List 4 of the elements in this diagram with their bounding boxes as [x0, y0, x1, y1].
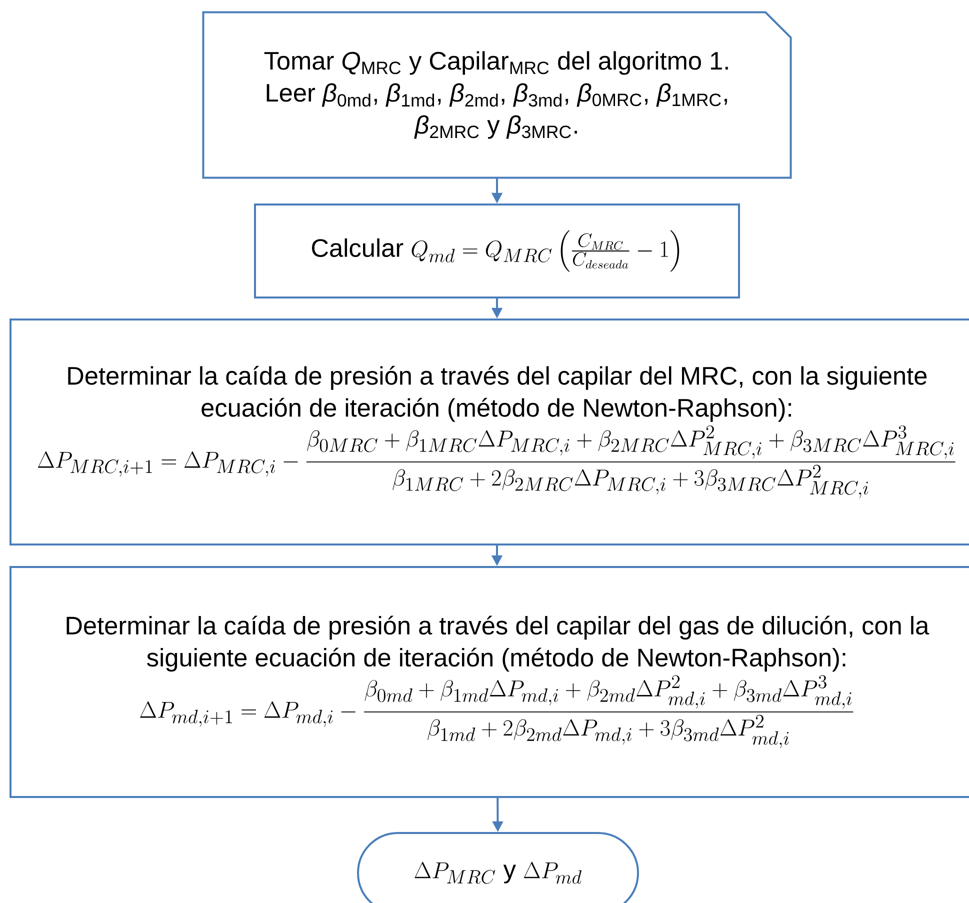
process-box: Determinar la caída de presión a través del capilar del MRC, con la siguiente ecuación de iteración (método de Newton-Raphson): $\Delta P_{MRC,i+1} = \Delta P_{MRC,i} - \frac{\beta_{0MRC} + \beta_{1MRC}\Delta P_{MRC,i} + \beta_{2MRC}\Delta P^{2}_{MRC,i} + \beta_{3MRC}\Delta P^{3}_{MRC,i}}{\beta_{1MRC} + 2\beta_{2MRC}\Delta P_{MRC,i} + 3\beta_{3MRC}\Delta P^{2}_{MRC,i}}$	[10, 318, 969, 546]
input-box: Tomar Q$_{MRC}$ y Capilar$_{MRC}$ del algoritmo 1. Leer β$_{0md}$, β$_{1md}$, β$_{2md}$, β$_{3md}$, β$_{0MRC}$, β$_{1MRC}$, β$_{2MRC}$ y β$_{3MRC}$.	[202, 11, 792, 179]
process-box: Determinar la caída de presión a través del capilar del gas de dilución, con la siguiente ecuación de iteración (método de Newton-Raphson): $\Delta P_{md,i+1} = \Delta P_{md,i} - \frac{\beta_{0md} + \beta_{1md}\Delta P_{md,i} + \beta_{2md}\Delta P^{2}_{md,i} + \beta_{3md}\Delta P^{3}_{md,i}}{\beta_{1md} + 2\beta_{2md}\Delta P_{md,i} + 3\beta_{3md}\Delta P^{2}_{md,i}}$	[10, 566, 969, 798]
process-box: Calcular $Q_{md} = Q_{MRC}\left(\frac{C_{MRC}}{C_{deseada}} - 1\right)$	[254, 204, 740, 298]
